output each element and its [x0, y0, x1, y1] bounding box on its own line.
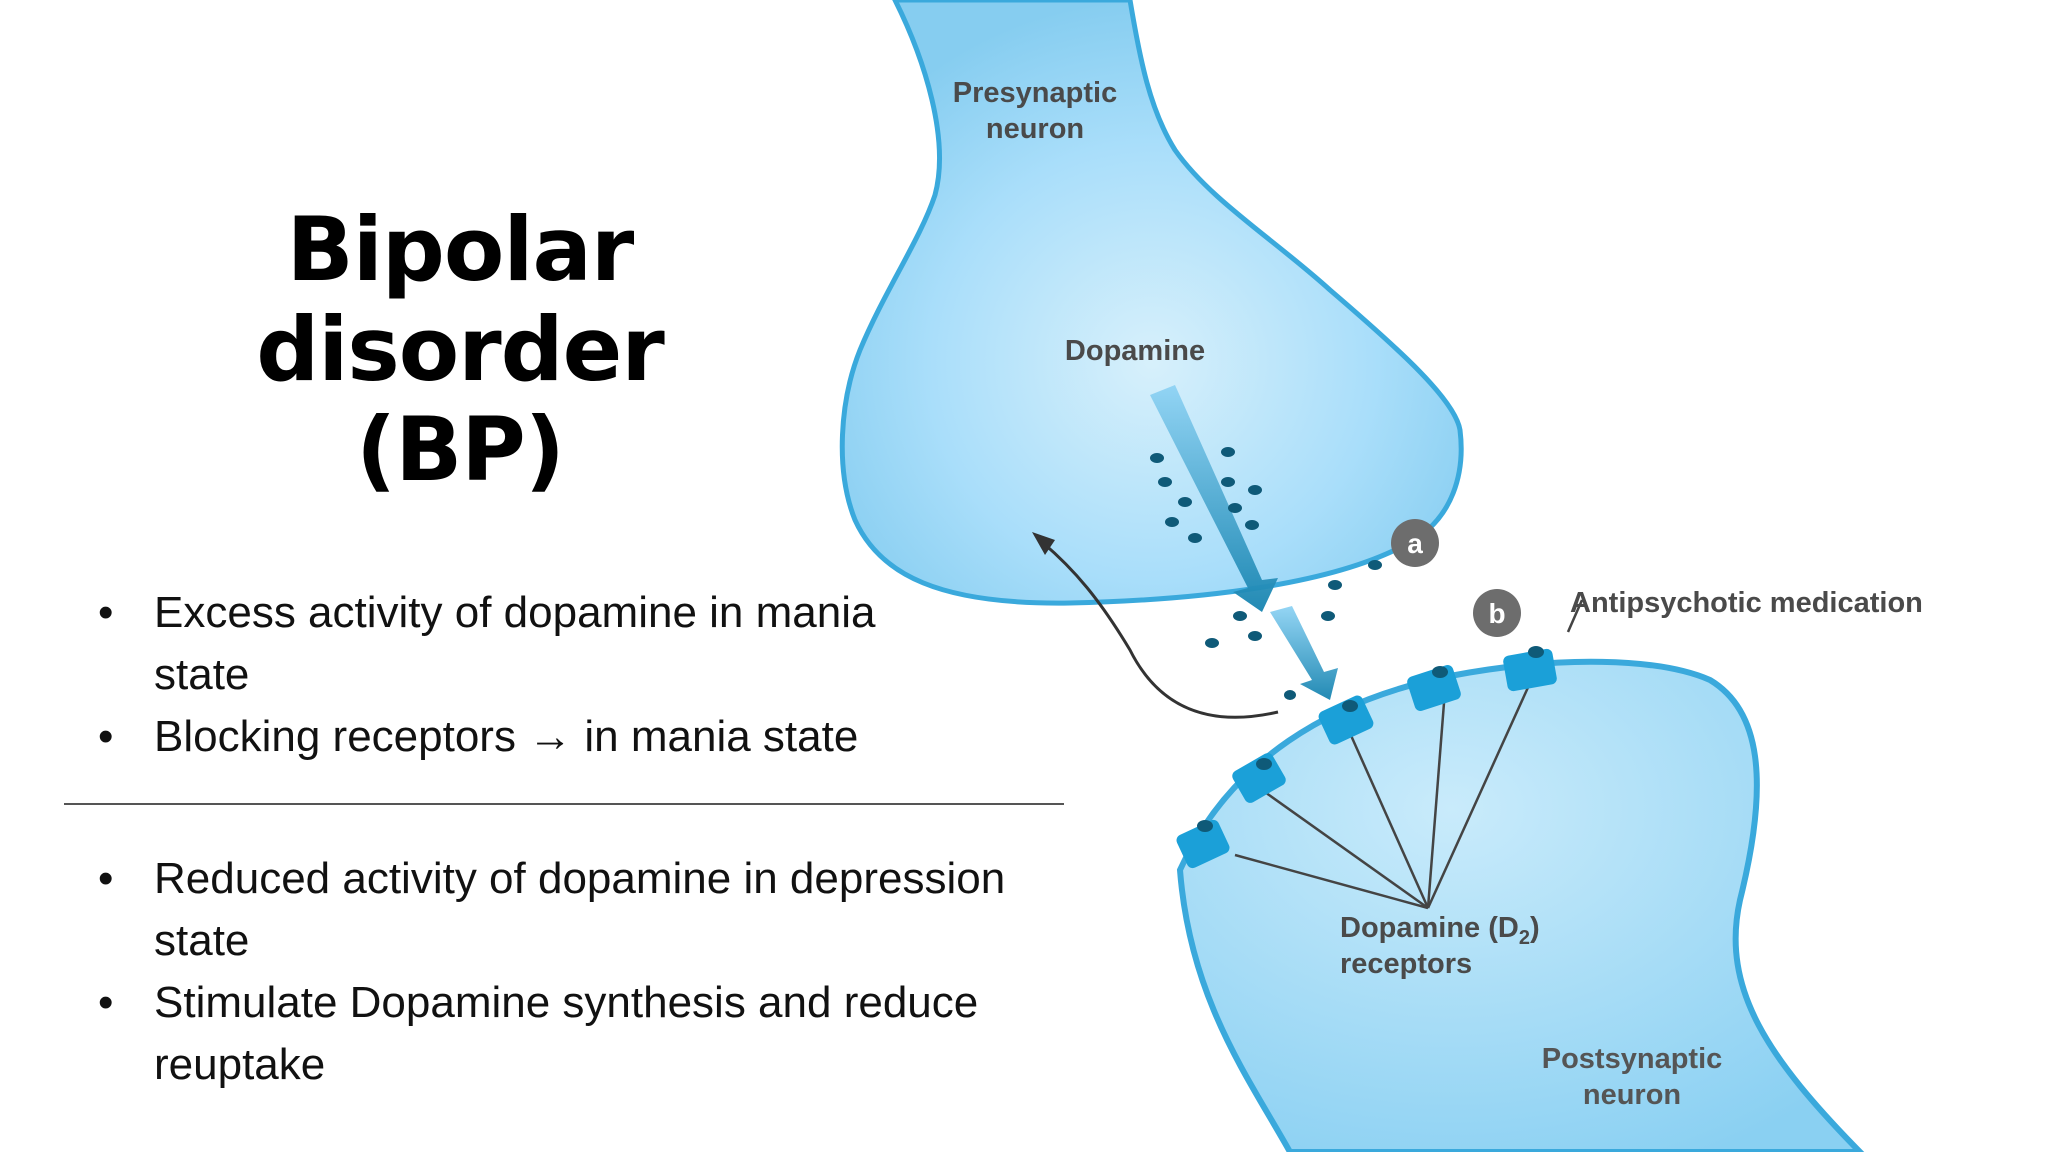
postsynaptic-neuron	[1176, 658, 1865, 1152]
receptors-label: Dopamine (D2)	[1340, 912, 1540, 949]
bullet-icon: •	[98, 978, 114, 1027]
title-line-1: Bipolar disorder	[256, 198, 664, 401]
list-item: •Stimulate Dopamine synthesis and reduce…	[98, 972, 1088, 1096]
depression-bullet-list: •Reduced activity of dopamine in depress…	[98, 848, 1088, 1096]
slide-title: Bipolar disorder (BP)	[90, 200, 830, 500]
dopamine-molecules	[1150, 447, 1382, 700]
bullet-icon: •	[98, 712, 114, 761]
marker-a: a	[1391, 519, 1439, 567]
mania-bullet-list: •Excess activity of dopamine in mania st…	[98, 582, 978, 768]
postsynaptic-label-2: neuron	[1583, 1079, 1681, 1111]
list-item: •Excess activity of dopamine in mania st…	[98, 582, 978, 706]
postsynaptic-label: Postsynaptic	[1542, 1043, 1723, 1075]
release-arrow	[1150, 385, 1278, 612]
title-line-2: (BP)	[355, 398, 565, 501]
receptor-lines	[1234, 671, 1537, 910]
svg-text:a: a	[1407, 528, 1423, 559]
receptors-label-2: receptors	[1340, 948, 1472, 980]
presynaptic-label-2: neuron	[986, 113, 1084, 145]
diffusion-arrow	[1270, 606, 1338, 700]
dopamine-label: Dopamine	[1065, 335, 1205, 367]
bullet-icon: •	[98, 588, 114, 637]
section-divider	[64, 803, 1064, 805]
svg-text:b: b	[1488, 598, 1505, 629]
list-item: •Blocking receptors → in mania state	[98, 706, 978, 768]
antipsychotic-pointer	[1566, 599, 1584, 633]
marker-b: b	[1473, 589, 1521, 637]
bullet-icon: •	[98, 854, 114, 903]
presynaptic-label: Presynaptic	[953, 77, 1117, 109]
reuptake-arrow	[1041, 540, 1279, 719]
list-item: •Reduced activity of dopamine in depress…	[98, 848, 1088, 972]
antipsychotic-label: Antipsychotic medication	[1570, 587, 1923, 619]
presynaptic-neuron	[839, 0, 1464, 606]
dopamine-receptors	[1176, 646, 1557, 869]
